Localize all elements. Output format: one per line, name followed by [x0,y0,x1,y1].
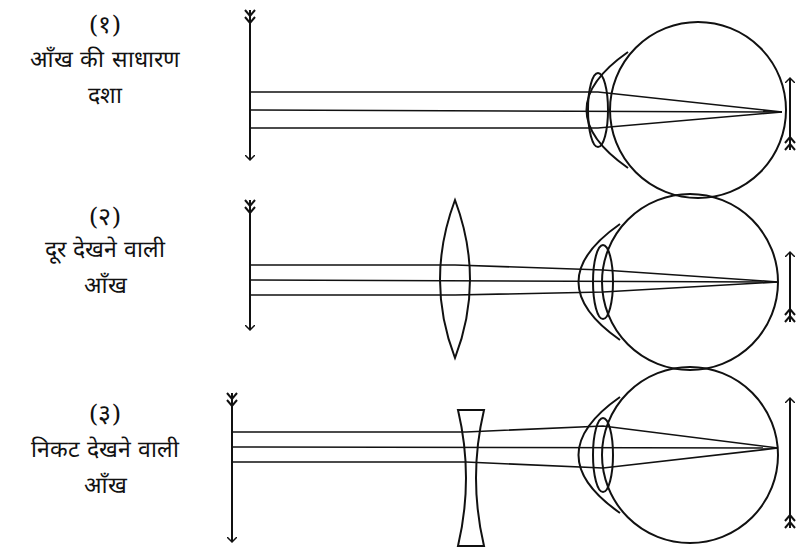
light-rays [232,426,778,468]
object-arrow [227,393,237,542]
figure-caption: निकट देखने वाली आँख [30,432,180,503]
object-arrow [245,10,255,160]
light-rays [250,92,782,128]
figure-caption: दूर देखने वाली आँख [30,232,180,303]
figure-number: (३) [30,395,180,434]
convex-lens [440,200,470,358]
concave-lens [458,410,484,546]
image-arrow [785,78,795,150]
image-arrow [785,252,795,322]
light-rays [250,265,778,295]
figure-number: (२) [30,198,180,237]
figure-number: (१) [30,6,180,45]
eye [587,22,787,198]
image-arrow [785,398,795,528]
figure-caption: आँख की साधारण दशा [30,42,180,113]
eye [579,367,779,543]
